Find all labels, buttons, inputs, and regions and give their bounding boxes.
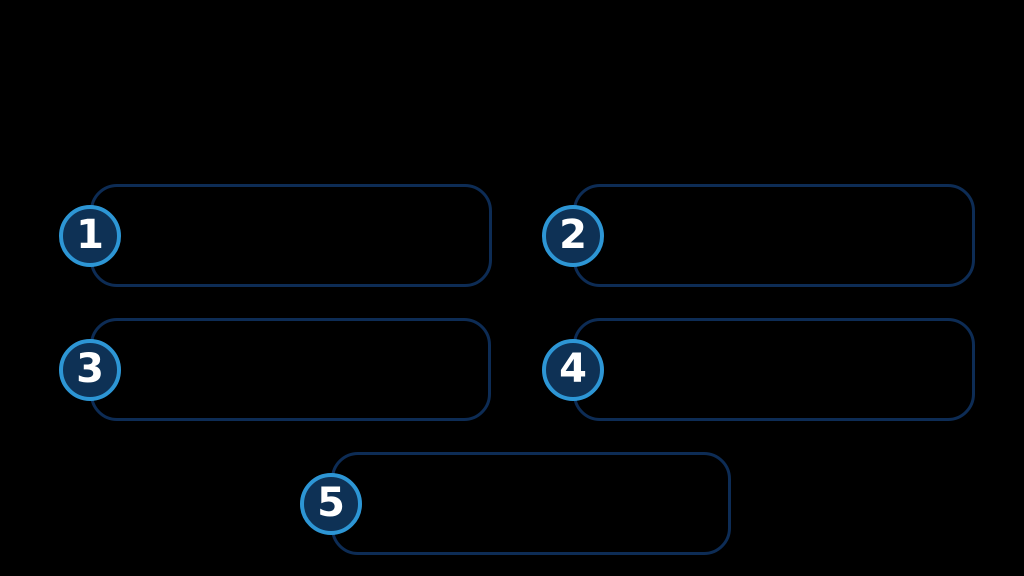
step-box-5: 5: [300, 452, 731, 555]
step-box-3: 3: [59, 318, 491, 421]
step-1-number-badge: 1: [59, 204, 121, 267]
step-5-number: 5: [317, 479, 345, 526]
step-3-number: 3: [76, 345, 104, 392]
step-box-2: 2: [542, 184, 975, 287]
step-3-number-badge: 3: [59, 338, 121, 401]
step-box-4: 4: [542, 318, 975, 421]
step-2-number-badge: 2: [542, 204, 604, 267]
step-4-number: 4: [559, 345, 587, 392]
step-2-number: 2: [559, 211, 587, 258]
step-1-number: 1: [76, 211, 104, 258]
step-box-1: 1: [59, 184, 492, 287]
step-5-number-badge: 5: [300, 472, 362, 535]
step-4-number-badge: 4: [542, 338, 604, 401]
